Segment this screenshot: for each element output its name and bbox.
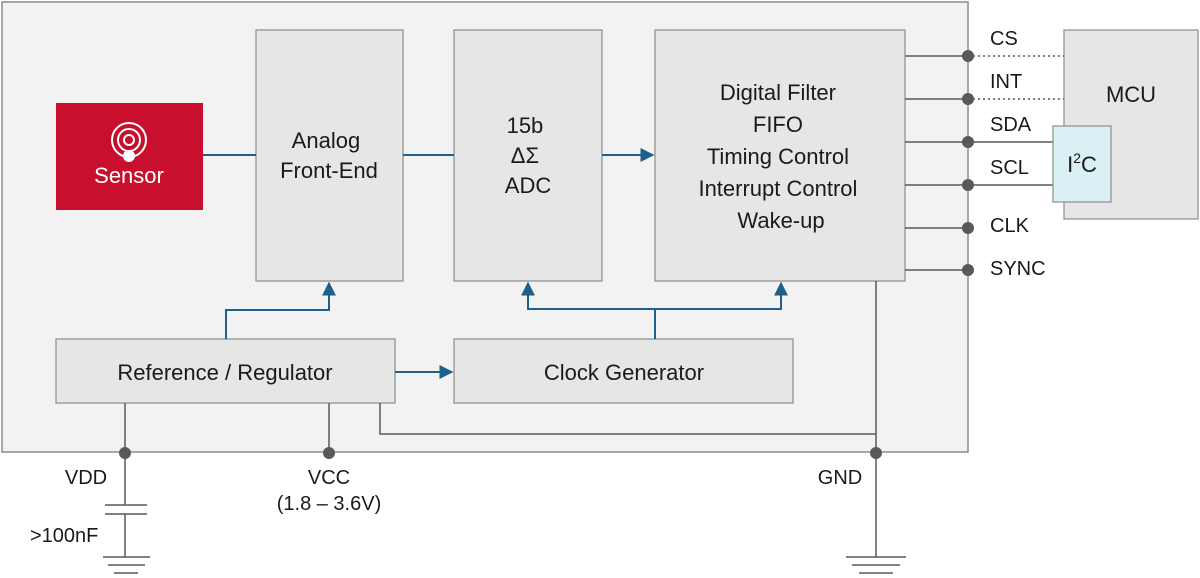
afe-label-line: Analog (292, 128, 361, 153)
reference-regulator-label: Reference / Regulator (117, 360, 332, 385)
afe-block (255, 29, 404, 282)
int-pin-label: INT (990, 71, 1022, 93)
adc-label: 15b ΔΣ ADC (505, 113, 552, 198)
reference-to-gnd-wire (379, 403, 876, 435)
digital-block (654, 29, 906, 282)
pin-labels: CS INT SDA SCL CLK SYNC VDD VCC (1.8 – 3… (30, 28, 1046, 547)
afe-label: Analog Front-End (280, 128, 378, 183)
digital-label-line: Digital Filter (720, 80, 836, 105)
adc-label-line: ΔΣ (511, 143, 539, 168)
clk-pin-dot (962, 222, 974, 234)
i2c-box (1052, 125, 1112, 203)
sda-pin-label: SDA (990, 114, 1032, 136)
scl-pin-dot (962, 179, 974, 191)
clock-generator-label: Clock Generator (544, 360, 704, 385)
sensor-block: Sensor (56, 103, 203, 210)
adc-block (453, 29, 603, 282)
i2c-label: I2C (1067, 150, 1097, 177)
clock-generator-block (453, 338, 794, 404)
pin-dots (119, 50, 974, 459)
mcu-label: MCU (1106, 82, 1156, 107)
i2c-label-main: I (1067, 152, 1073, 177)
clock-to-adc-arrow (521, 281, 655, 310)
gnd-pin-dot (870, 447, 882, 459)
sync-pin-label: SYNC (990, 258, 1046, 280)
vdd-pin-label: VDD (65, 467, 107, 489)
digital-label-line: Interrupt Control (698, 176, 857, 201)
vcc-pin-label: VCC (308, 467, 350, 489)
capacitor-value-label: >100nF (30, 525, 98, 547)
vcc-range-label: (1.8 – 3.6V) (277, 493, 382, 515)
gnd-pin-label: GND (818, 467, 862, 489)
int-pin-dot (962, 93, 974, 105)
cs-pin-dot (962, 50, 974, 62)
adc-label-line: 15b (507, 113, 544, 138)
power-wires (103, 281, 906, 574)
reference-regulator-block (55, 338, 396, 404)
clock-to-digital-arrow (655, 281, 788, 310)
scl-pin-label: SCL (990, 157, 1029, 179)
sync-pin-dot (962, 264, 974, 276)
sensor-label: Sensor (94, 163, 164, 188)
digital-label-line: Wake-up (737, 208, 824, 233)
sda-pin-dot (962, 136, 974, 148)
reference-to-afe-arrow (225, 281, 336, 339)
vdd-pin-dot (119, 447, 131, 459)
digital-label-line: FIFO (753, 112, 803, 137)
sensor-icon (111, 122, 147, 162)
digital-label: Digital Filter FIFO Timing Control Inter… (698, 80, 863, 233)
digital-label-line: Timing Control (707, 144, 849, 169)
adc-label-line: ADC (505, 173, 552, 198)
clk-pin-label: CLK (990, 215, 1030, 237)
i2c-label-superscript: 2 (1073, 150, 1081, 166)
signal-wires (203, 148, 788, 379)
afe-label-line: Front-End (280, 158, 378, 183)
cs-pin-label: CS (990, 28, 1018, 50)
i2c-label-tail: C (1081, 152, 1097, 177)
vcc-pin-dot (323, 447, 335, 459)
interface-wires (905, 55, 1081, 271)
